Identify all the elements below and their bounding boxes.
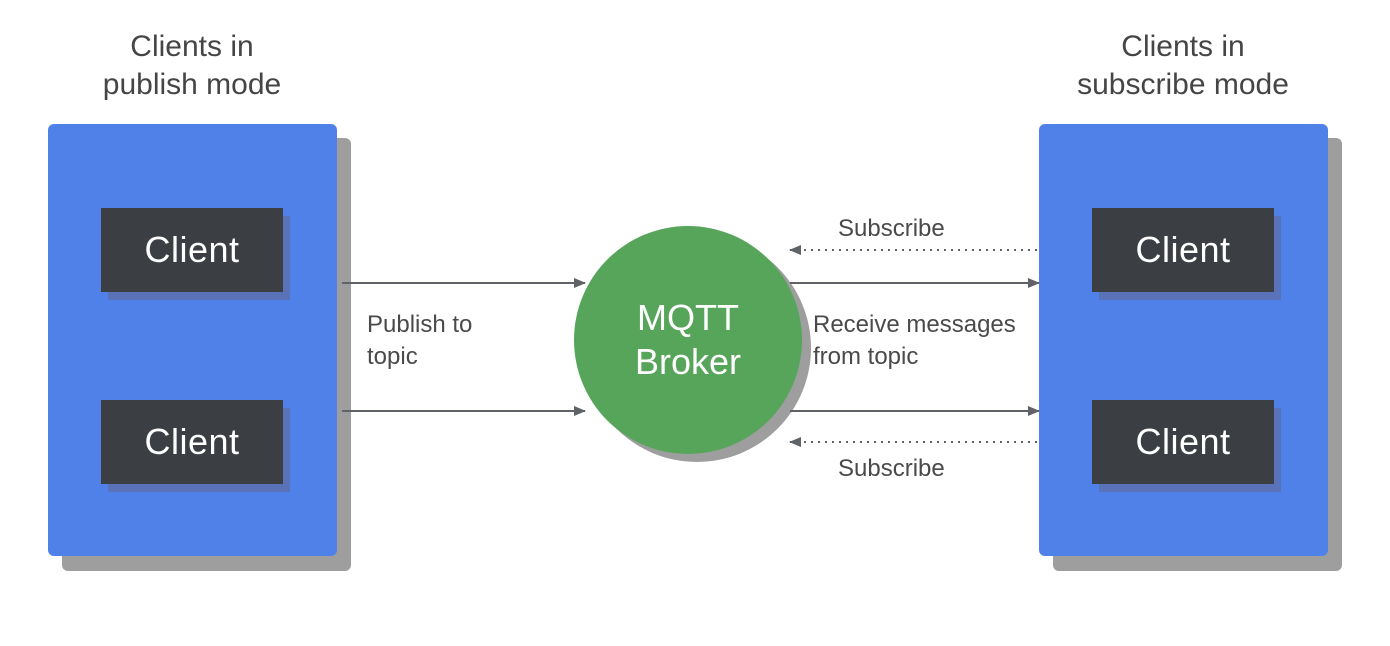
subscribe-label-top: Subscribe [838, 215, 945, 242]
publish-to-topic-label: Publish to topic [367, 311, 473, 370]
mqtt-broker: MQTT Broker [574, 226, 802, 454]
publish-group-title: Clients in publish mode [102, 30, 282, 101]
broker-label-line1: MQTT [637, 297, 739, 338]
publish-client-2: Client [101, 400, 283, 484]
subscribe-group-title: Clients in subscribe mode [1077, 30, 1289, 101]
broker-label-line2: Broker [634, 341, 742, 382]
subscribe-label-bottom: Subscribe [838, 455, 945, 482]
subscribe-client-1: Client [1092, 208, 1274, 292]
publish-client-1: Client [101, 208, 283, 292]
receive-messages-label: Receive messages from topic [813, 311, 1016, 370]
subscribe-client-2: Client [1092, 400, 1274, 484]
